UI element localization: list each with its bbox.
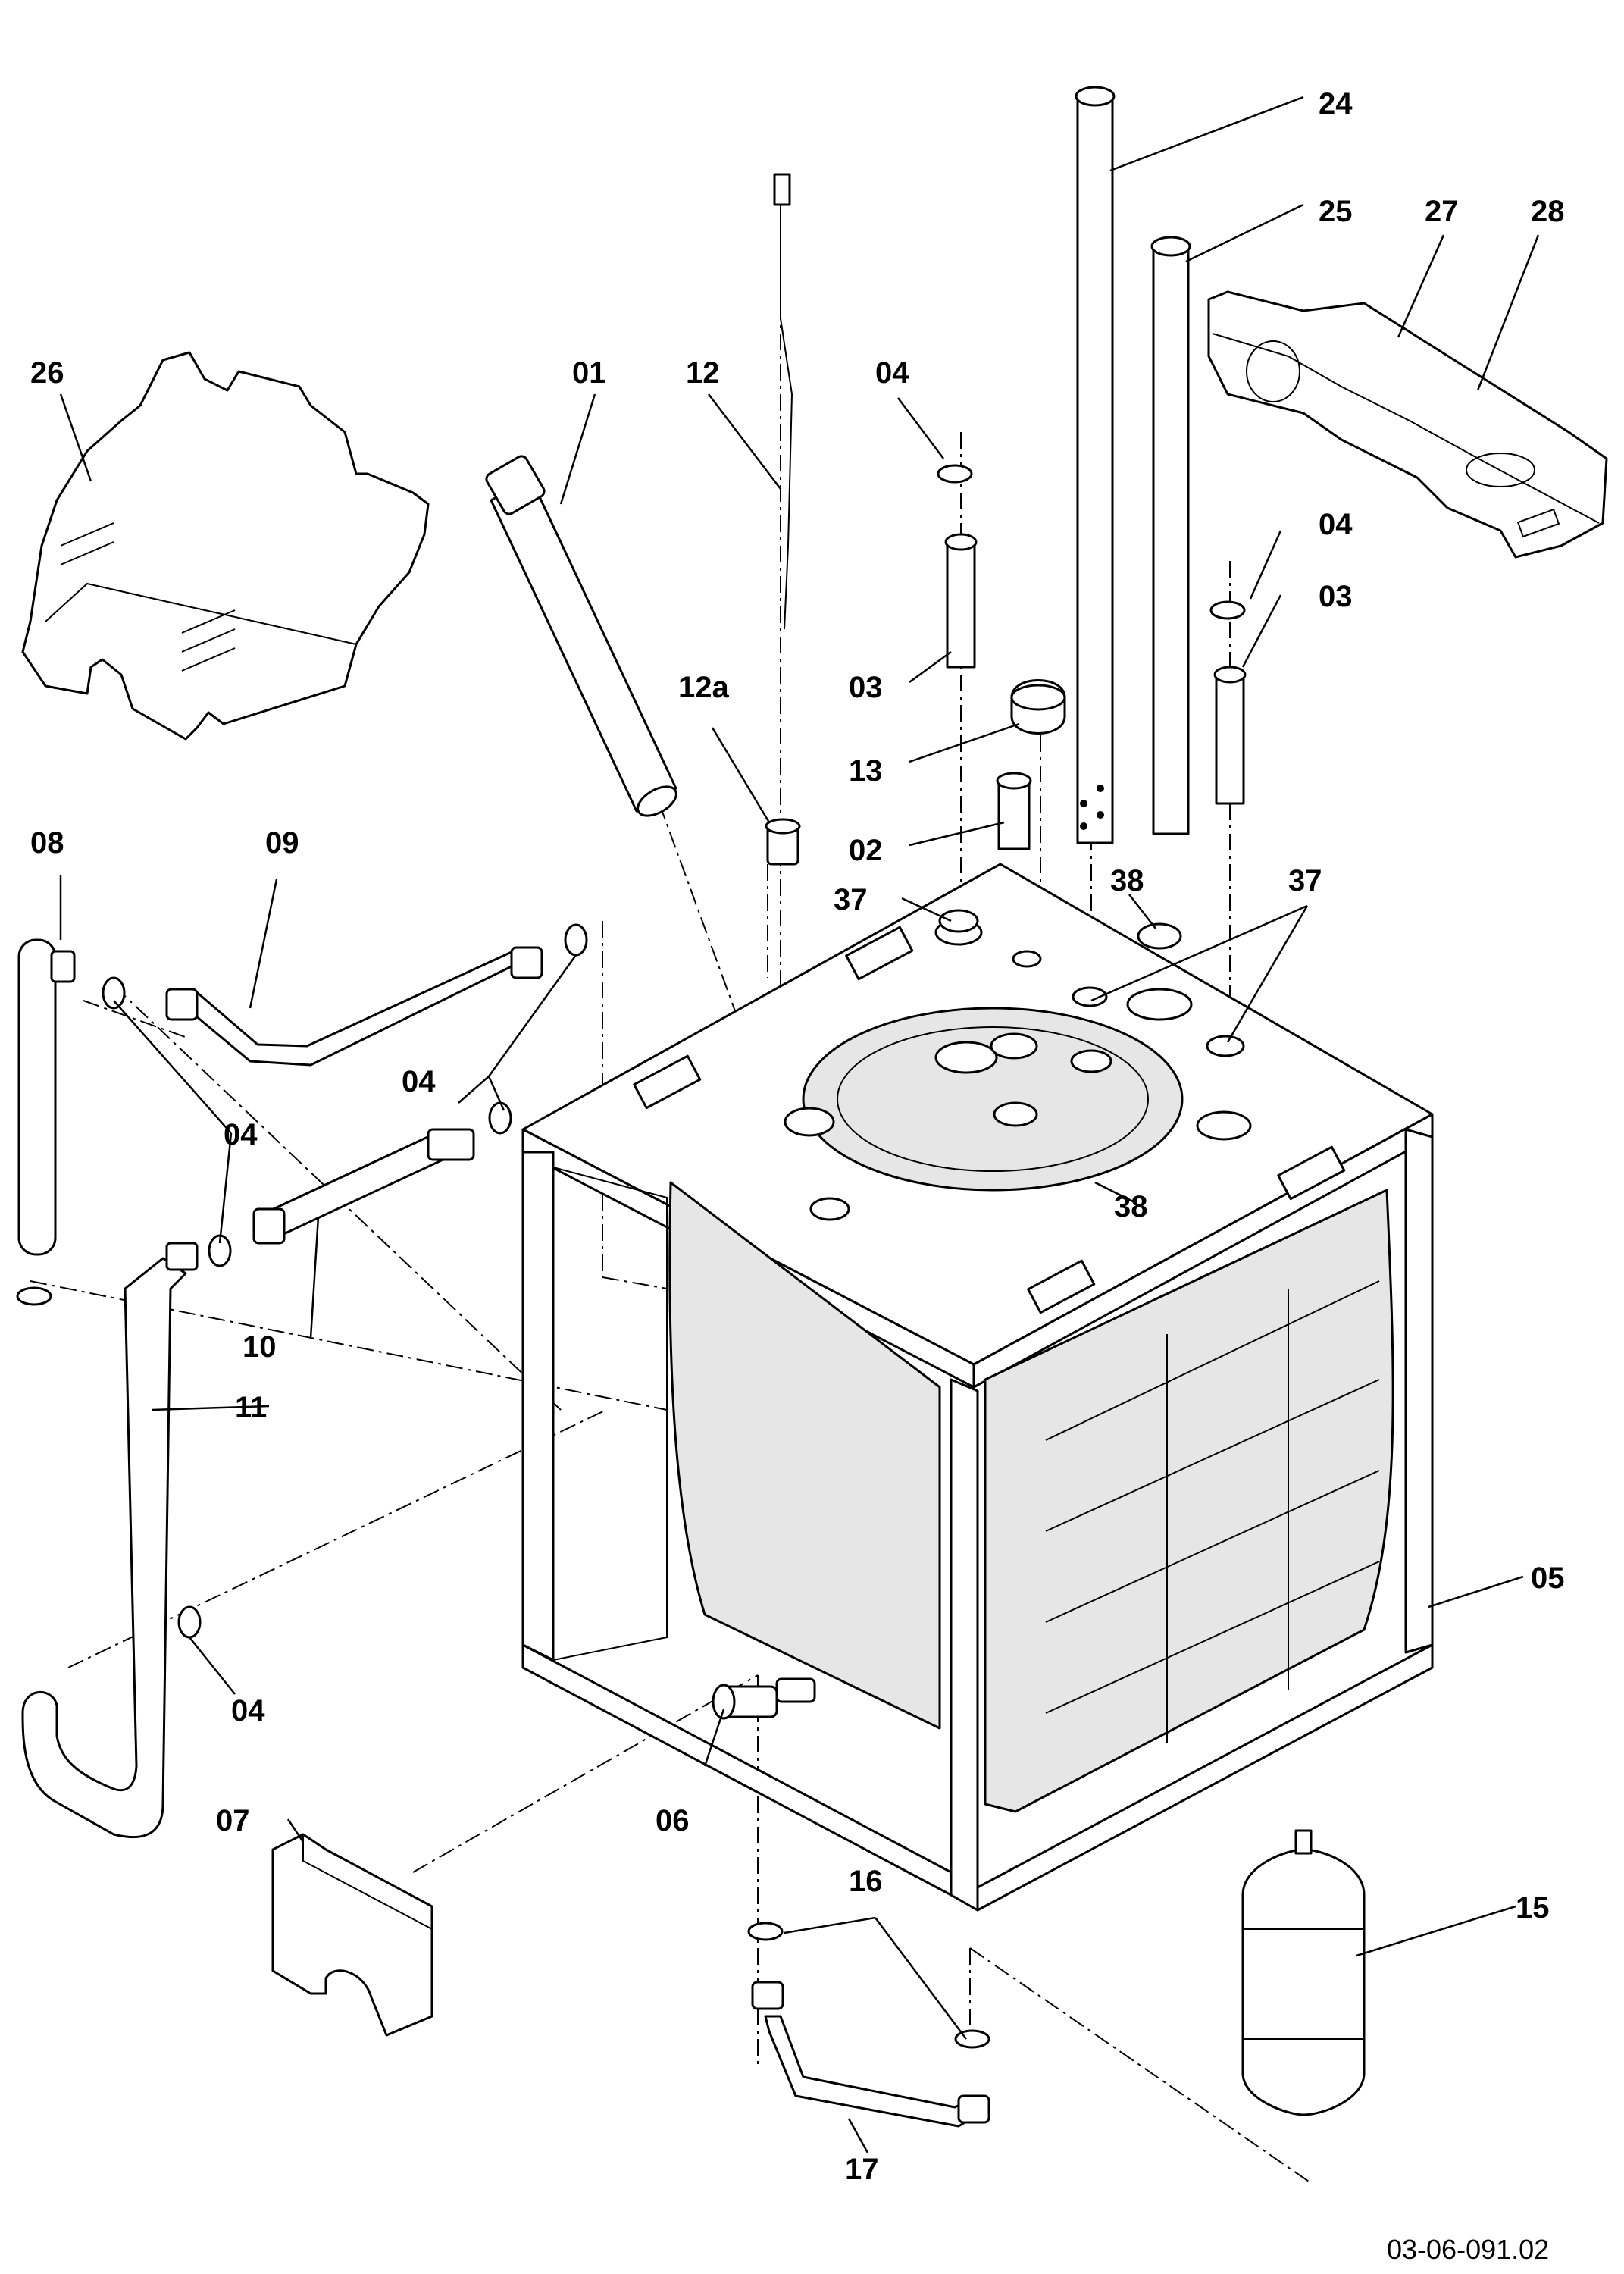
callout-05: 05 [1531, 1561, 1565, 1595]
callout-12: 12 [686, 356, 720, 390]
callout-11: 11 [235, 1391, 267, 1424]
hose-part-11 [21, 1242, 202, 1839]
callout-07: 07 [216, 1804, 250, 1837]
callout-38-bottom: 38 [1114, 1190, 1148, 1223]
callout-27: 27 [1425, 195, 1459, 228]
drawing-reference-code: 03-06-091.02 [1387, 2234, 1549, 2265]
callout-04-mid: 04 [402, 1065, 436, 1098]
callout-38-top: 38 [1110, 864, 1144, 897]
callout-28: 28 [1531, 195, 1565, 228]
callout-09: 09 [265, 826, 299, 860]
callout-37-left: 37 [834, 883, 868, 916]
vessel-part-15 [1241, 1829, 1366, 2116]
pipe-part-08 [16, 938, 76, 1306]
callout-02: 02 [849, 834, 883, 867]
callout-01: 01 [572, 356, 606, 390]
callout-16: 16 [849, 1865, 883, 1898]
leader-lines [59, 96, 1540, 2153]
callout-08: 08 [30, 826, 64, 860]
cover-part-26 [21, 351, 430, 741]
callout-10: 10 [243, 1330, 277, 1364]
callout-13: 13 [849, 754, 883, 788]
callout-12a: 12a [678, 671, 729, 704]
pipe-part-01 [485, 455, 677, 817]
callout-17: 17 [845, 2153, 879, 2186]
callout-15: 15 [1516, 1891, 1550, 1925]
callout-26: 26 [30, 356, 64, 390]
callout-25: 25 [1319, 195, 1353, 228]
vertical-pipes [765, 86, 1247, 1060]
callout-labels: 24 25 27 28 26 01 12 04 04 03 03 12a 13 … [30, 87, 1565, 2265]
callout-03-right: 03 [1319, 580, 1353, 613]
tank-frame-assembly [521, 863, 1434, 1912]
parts-27-28 [1207, 290, 1608, 559]
callout-03-middle: 03 [849, 671, 883, 704]
hose-part-17 [747, 1922, 990, 2128]
callout-04-left: 04 [224, 1118, 258, 1151]
hose-part-10 [208, 1101, 512, 1267]
hose-part-09 [102, 923, 588, 1067]
callout-04-lower: 04 [231, 1694, 265, 1727]
callout-04-right: 04 [1319, 508, 1353, 541]
callout-24: 24 [1319, 87, 1353, 121]
callout-04-top: 04 [875, 356, 909, 390]
callout-06: 06 [656, 1804, 690, 1837]
callout-37-right: 37 [1288, 864, 1322, 897]
block-part-07 [271, 1833, 433, 2037]
